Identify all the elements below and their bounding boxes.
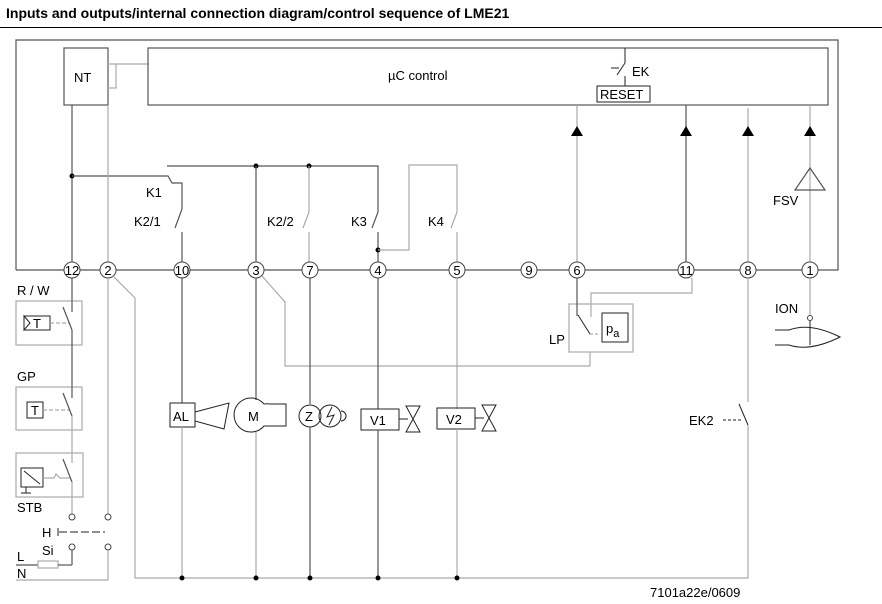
fuse-label: Si bbox=[42, 543, 54, 558]
horn-icon bbox=[194, 402, 230, 430]
terminal-12: 12 bbox=[65, 263, 79, 278]
outer-frame bbox=[15, 39, 839, 271]
terminal-9: 9 bbox=[525, 263, 532, 278]
fsv-label: FSV bbox=[773, 193, 799, 208]
valve-v1-label: V1 bbox=[370, 413, 386, 428]
ek2-label: EK2 bbox=[689, 413, 714, 428]
controller-label: µC control bbox=[388, 68, 448, 83]
nt-block bbox=[63, 47, 109, 106]
h-switch-label: H bbox=[42, 525, 51, 540]
ion-label: ION bbox=[775, 301, 798, 316]
arrow-up-icon bbox=[742, 126, 754, 136]
diagram-title: Inputs and outputs/internal connection d… bbox=[6, 5, 510, 21]
reset-button[interactable] bbox=[596, 85, 651, 103]
valve-v2-label: V2 bbox=[446, 412, 462, 427]
air-pressure-switch-box bbox=[568, 303, 634, 353]
line-l-label: L bbox=[17, 549, 24, 564]
spark-icon bbox=[318, 404, 342, 428]
terminal-8: 8 bbox=[744, 263, 751, 278]
reset-label[interactable]: RESET bbox=[600, 87, 643, 102]
arrow-up-icon bbox=[571, 126, 583, 136]
motor-icon bbox=[233, 397, 287, 433]
terminal-4: 4 bbox=[374, 263, 381, 278]
terminal-1: 1 bbox=[806, 263, 813, 278]
terminal-7: 7 bbox=[306, 263, 313, 278]
terminal-3: 3 bbox=[252, 263, 259, 278]
relay-k2-1: K2/1 bbox=[134, 214, 161, 229]
ek-reset-switch bbox=[611, 48, 626, 86]
terminal-11: 11 bbox=[679, 263, 693, 278]
flame-electrode-icon bbox=[775, 326, 842, 348]
terminal-row: 12 2 10 3 7 4 5 9 6 11 8 1 bbox=[63, 261, 819, 279]
pa-label: pa bbox=[606, 321, 620, 340]
gp-sensor-label: T bbox=[31, 403, 39, 418]
terminal-10: 10 bbox=[175, 263, 189, 278]
terminal-5: 5 bbox=[453, 263, 460, 278]
valve-icon bbox=[481, 404, 497, 432]
lp-label: LP bbox=[549, 332, 565, 347]
relay-k3: K3 bbox=[351, 214, 367, 229]
valve-icon bbox=[405, 405, 421, 433]
gp-label: GP bbox=[17, 369, 36, 384]
ignition-label: Z bbox=[305, 409, 313, 424]
rw-sensor-label: T bbox=[33, 316, 41, 331]
arrow-up-icon bbox=[804, 126, 816, 136]
rw-label: R / W bbox=[17, 283, 50, 298]
relay-k2-2: K2/2 bbox=[267, 214, 294, 229]
controller-block bbox=[147, 47, 829, 106]
line-n-label: N bbox=[17, 566, 26, 581]
title-underline bbox=[0, 27, 882, 28]
rw-thermostat-box bbox=[15, 300, 83, 346]
arrow-up-icon bbox=[680, 126, 692, 136]
relay-k4: K4 bbox=[428, 214, 444, 229]
motor-label: M bbox=[248, 409, 259, 424]
terminal-6: 6 bbox=[573, 263, 580, 278]
stb-label: STB bbox=[17, 500, 42, 515]
drawing-code: 7101a22e/0609 bbox=[650, 585, 741, 600]
ek-label: EK bbox=[632, 64, 650, 79]
fsv-amplifier-icon bbox=[793, 166, 827, 191]
gp-pressure-switch-box bbox=[15, 386, 83, 431]
relay-k1: K1 bbox=[146, 185, 162, 200]
fuse-icon bbox=[37, 560, 59, 569]
terminal-2: 2 bbox=[104, 263, 111, 278]
nt-label: NT bbox=[74, 70, 91, 85]
stb-limiter-box bbox=[15, 452, 84, 498]
alarm-label: AL bbox=[173, 409, 189, 424]
